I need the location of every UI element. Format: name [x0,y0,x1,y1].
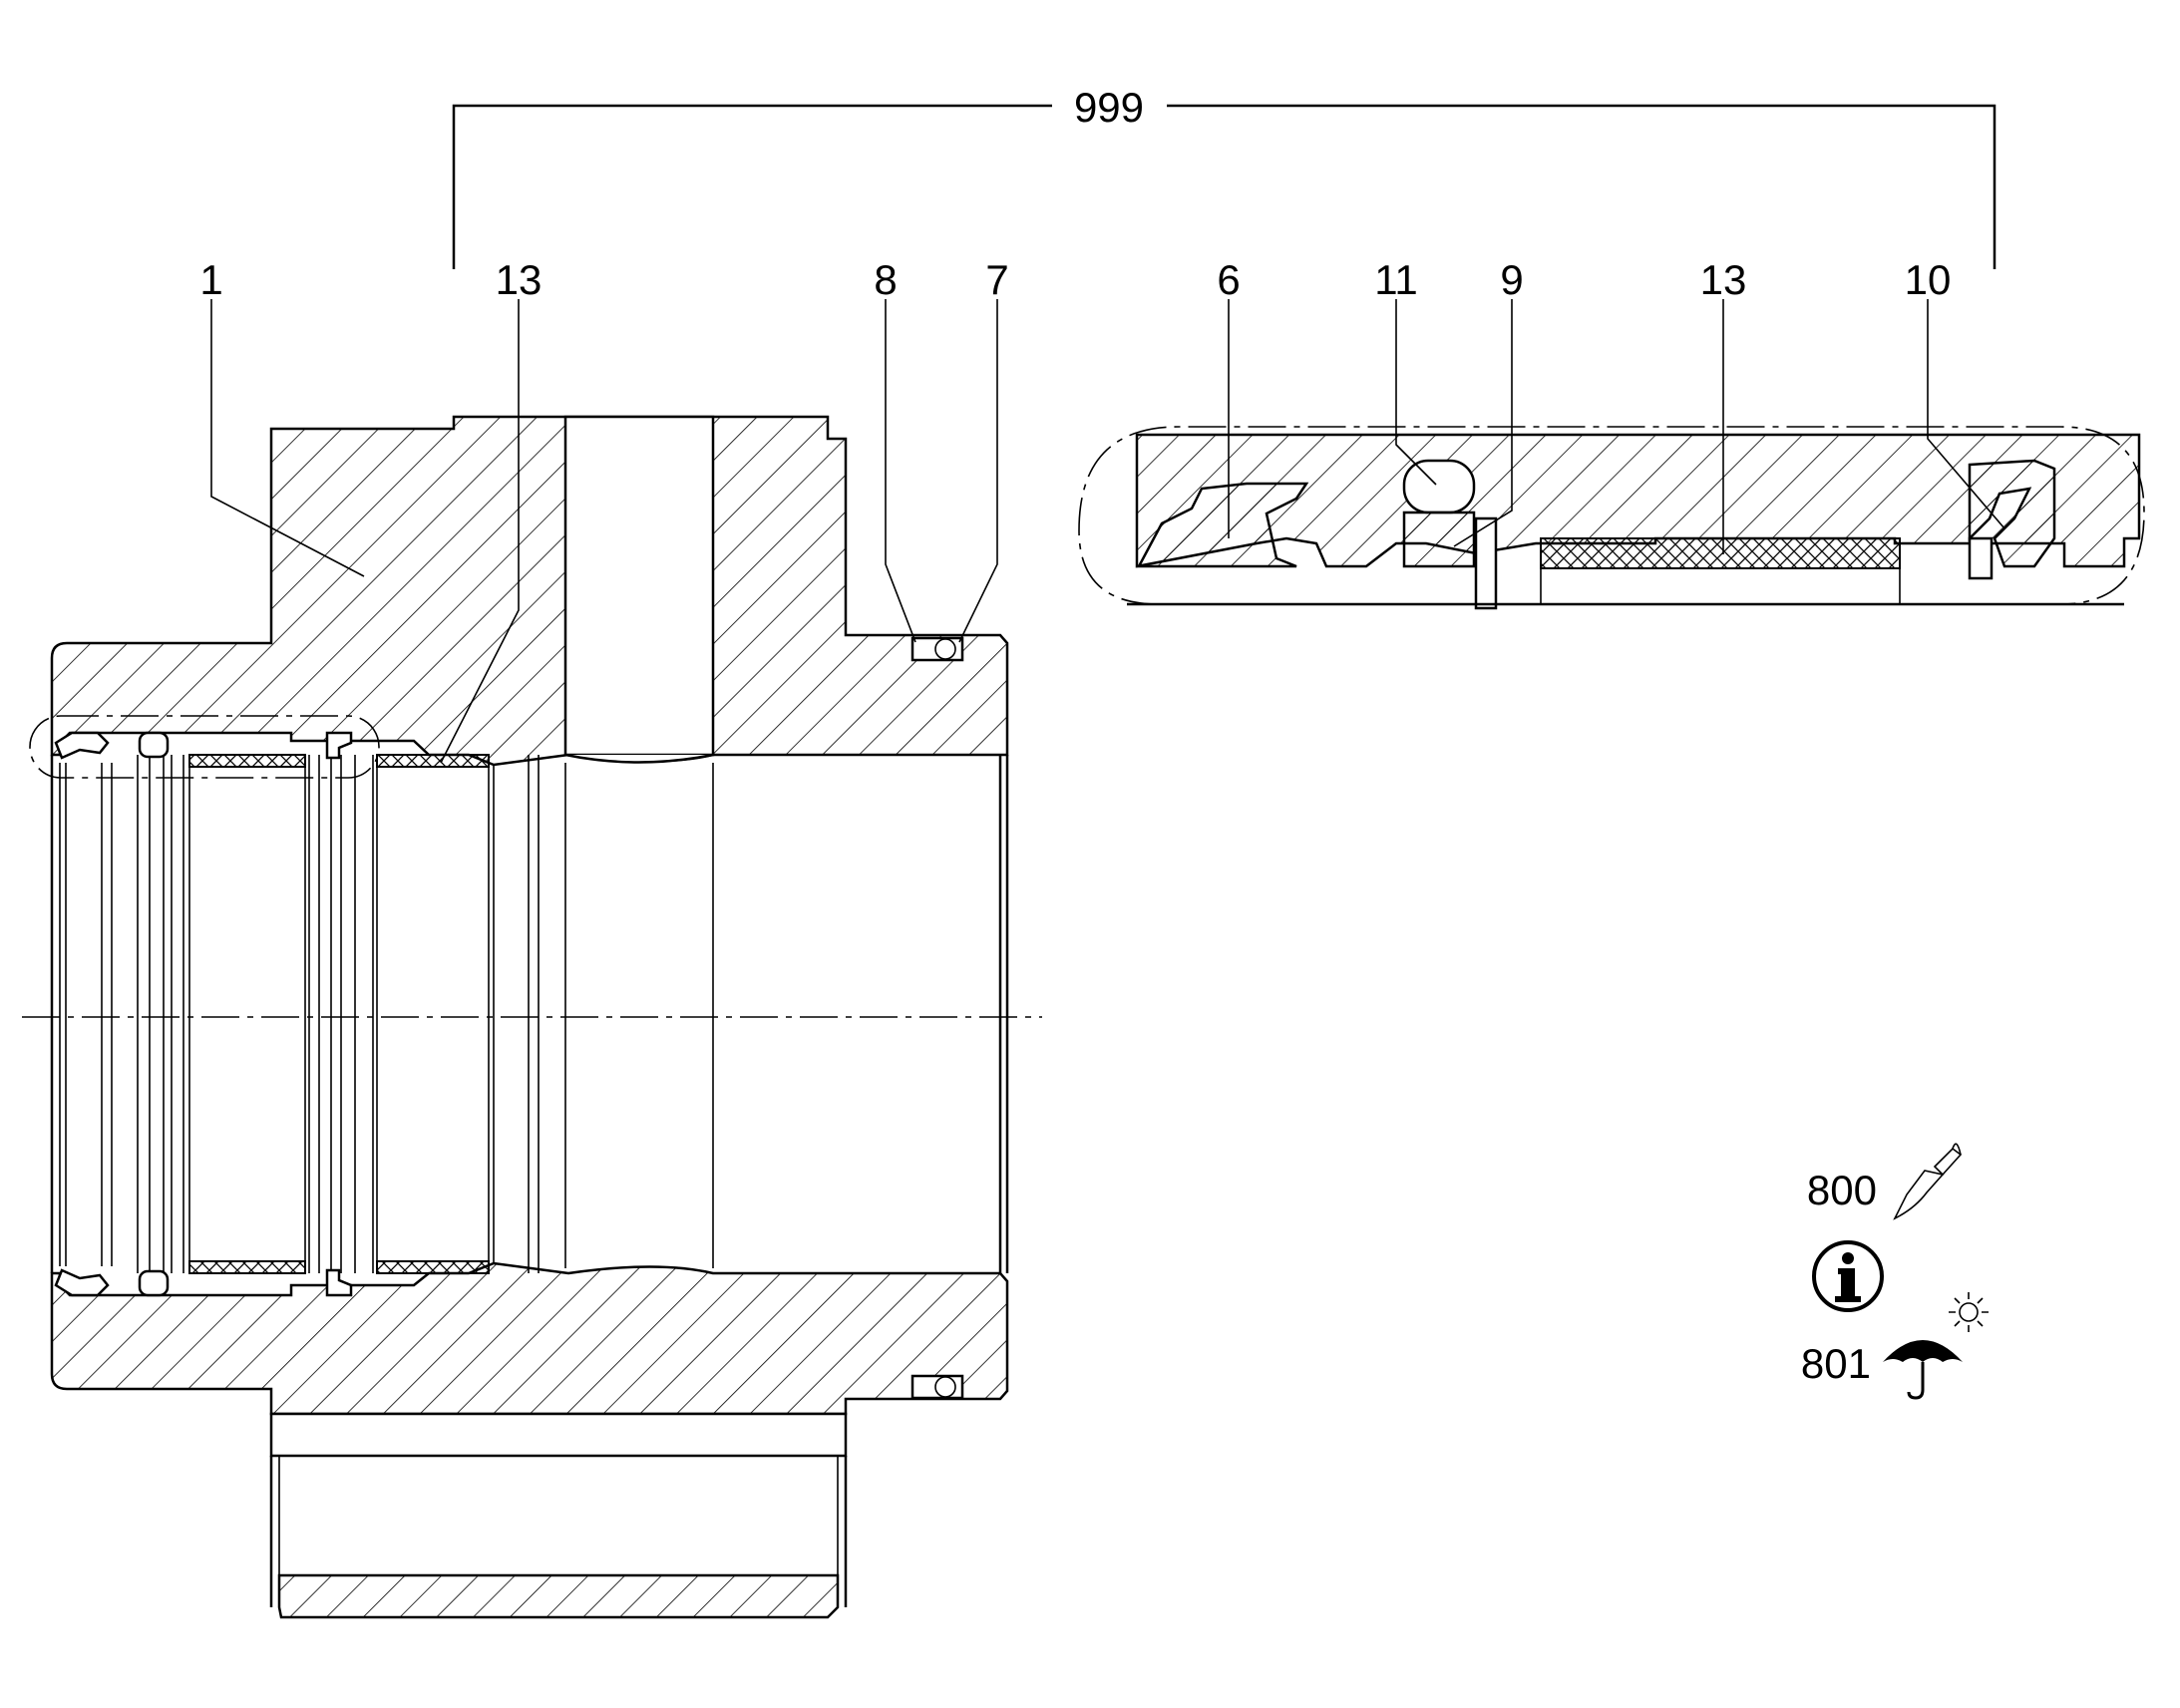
callout-10: 10 [1905,256,1952,303]
callout-1: 1 [199,256,222,303]
legend: 800 801 [1801,1143,1989,1400]
guide-band-2-bottom [376,1260,490,1274]
callout-6: 6 [1217,256,1240,303]
detail-seal-9 [1474,516,1498,610]
port-bore [563,415,715,757]
lower-boss [269,1412,848,1458]
detail-seal-11 [1402,459,1476,514]
detail-outline [1078,426,2145,605]
detail-view [1078,426,2145,610]
leader-lines [210,299,2005,764]
callout-labels: 999 1 13 8 7 6 11 9 13 10 [199,84,1951,303]
detail-seal-6 [1136,482,1309,568]
o-ring-groove-top [910,636,964,662]
guide-band-2-top [376,754,490,768]
callout-11: 11 [1374,256,1418,303]
sun-icon [1949,1292,1989,1332]
legend-801: 801 [1801,1340,1871,1387]
callout-8: 8 [874,256,897,303]
info-icon [1812,1240,1884,1312]
umbrella-icon [1883,1340,1963,1400]
housing-section [22,415,1042,1619]
assembly-bracket [452,104,1997,269]
callout-13-main: 13 [496,256,543,303]
callout-13-detail: 13 [1700,256,1747,303]
detail-marker [29,715,380,779]
callout-7: 7 [985,256,1008,303]
housing-lower-section [50,1261,1009,1416]
detail-guide-band-13 [1540,537,1901,569]
housing-upper-section [50,415,1009,767]
guide-band-1-top [188,754,306,768]
brush-icon [1893,1143,1963,1220]
guide-band-1-bottom [188,1260,306,1274]
callout-9: 9 [1500,256,1523,303]
legend-800: 800 [1807,1167,1877,1213]
callout-999: 999 [1074,84,1144,131]
o-ring-groove-bottom [910,1374,964,1400]
detail-wiper-10 [1968,459,2056,568]
